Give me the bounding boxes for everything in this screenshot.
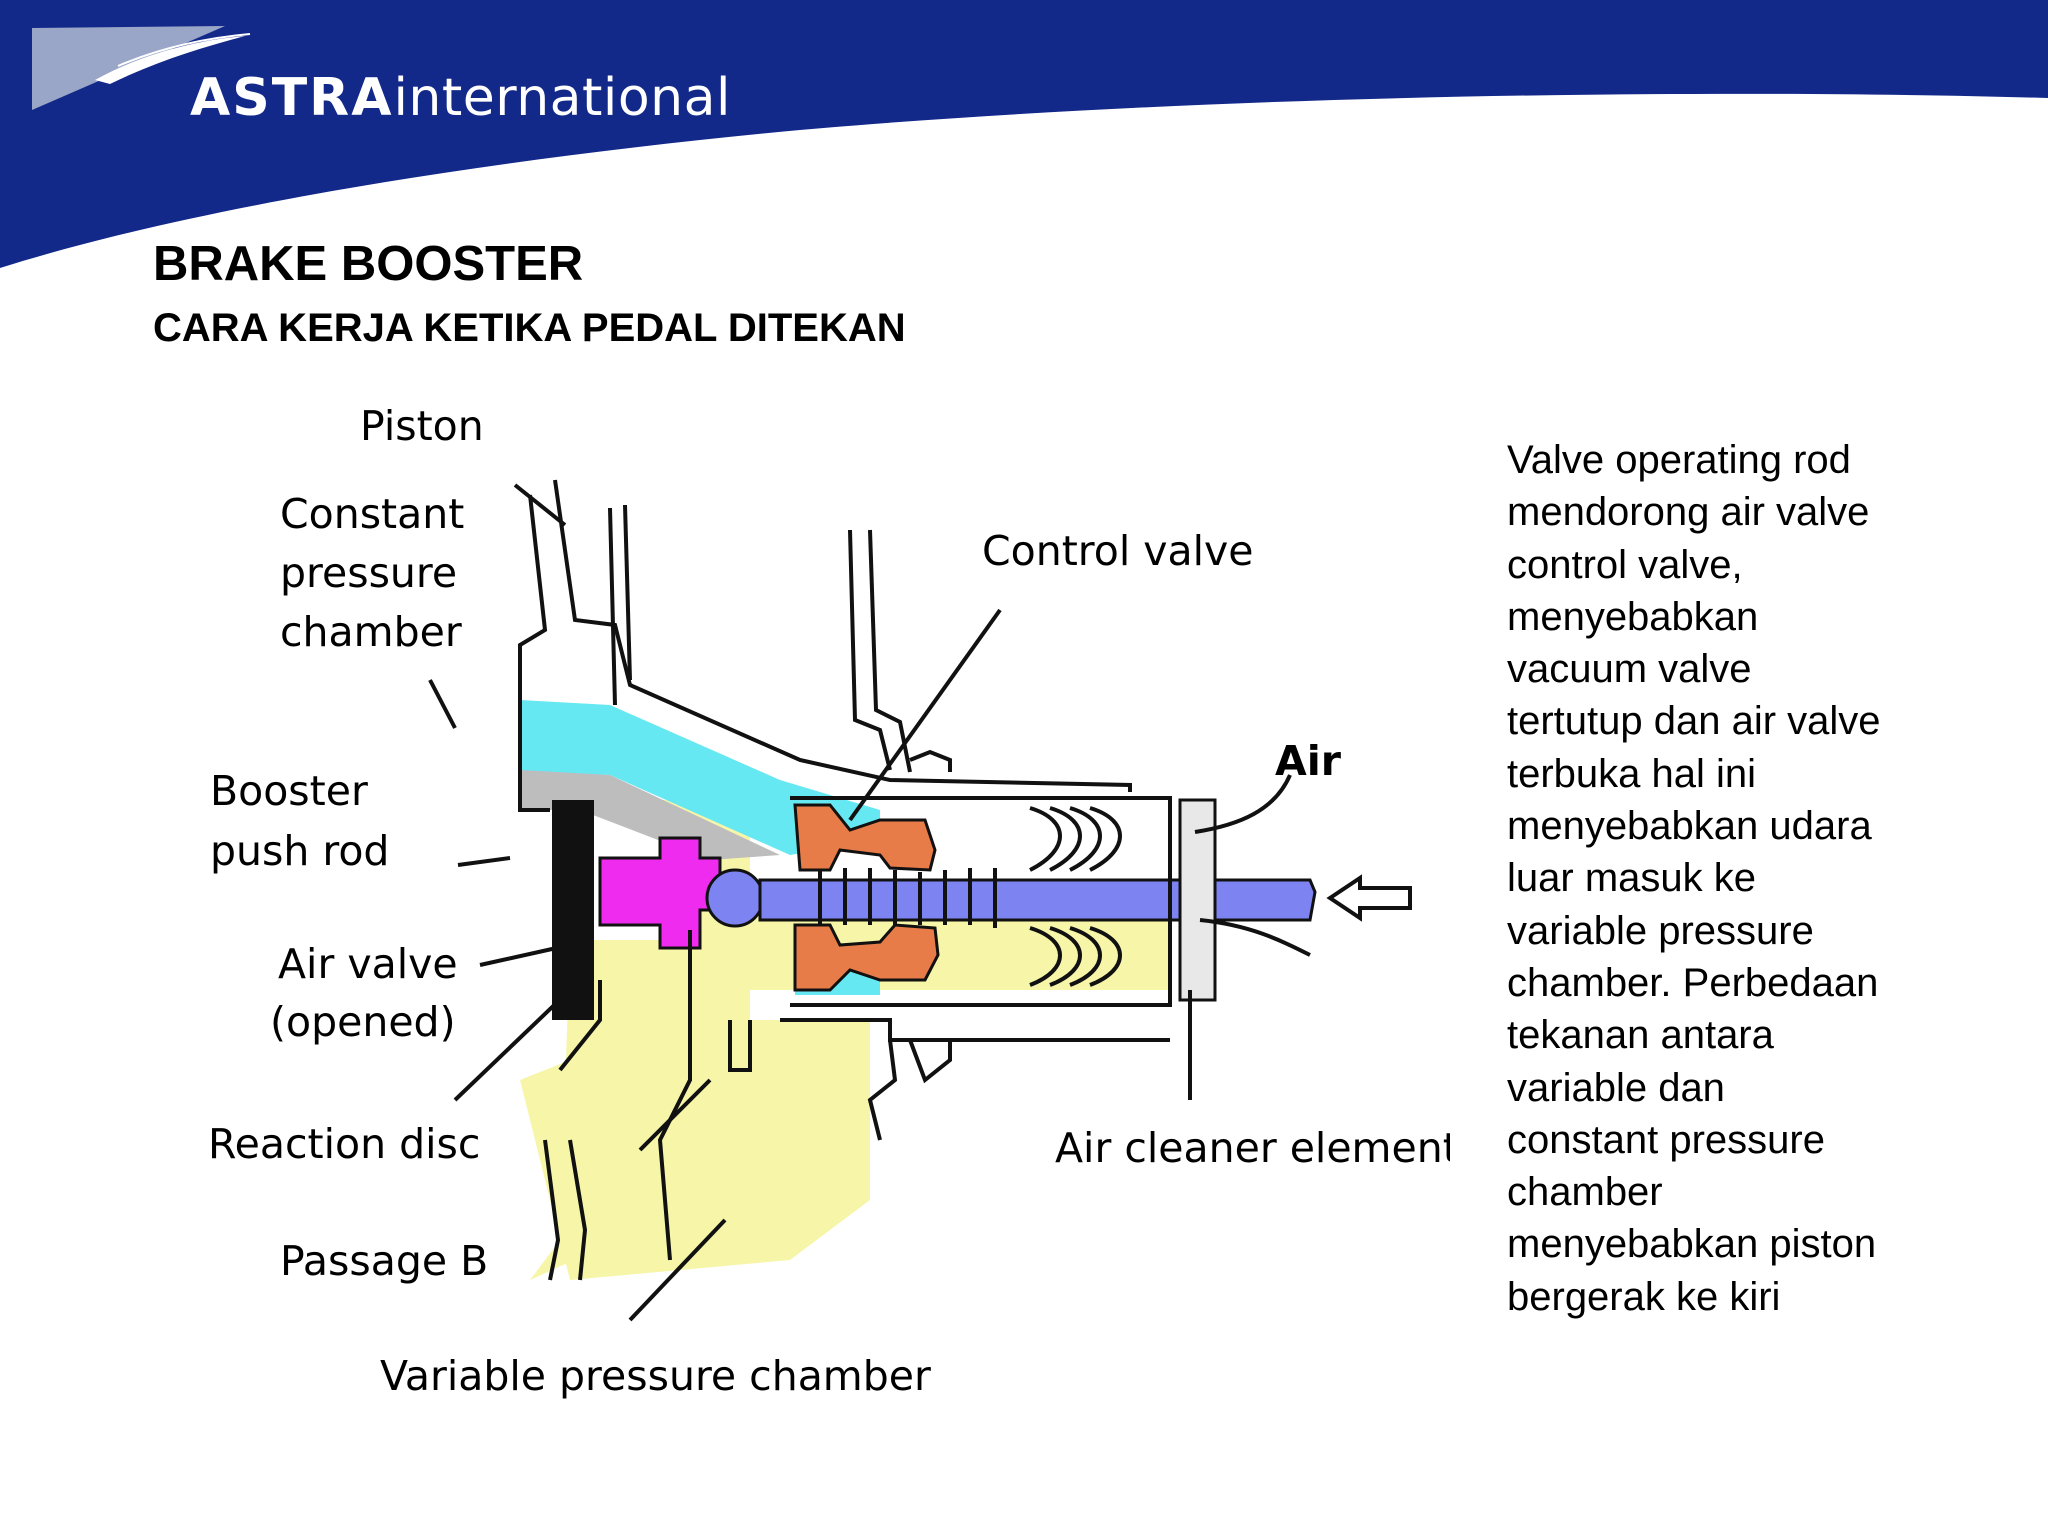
logo-brand: ASTRA bbox=[190, 68, 394, 128]
description-line: tekanan antara bbox=[1507, 1013, 1774, 1058]
valve-operating-rod bbox=[758, 878, 1317, 922]
label-constant-pressure-1: Constant bbox=[280, 490, 464, 538]
header-background bbox=[0, 0, 2048, 268]
label-piston: Piston bbox=[360, 402, 484, 450]
description-line: vacuum valve bbox=[1507, 647, 1752, 692]
page-title: BRAKE BOOSTER bbox=[153, 237, 584, 291]
label-control-valve: Control valve bbox=[982, 527, 1254, 575]
description-line: variable dan bbox=[1507, 1065, 1725, 1110]
description-line: Valve operating rod bbox=[1507, 438, 1851, 482]
label-reaction-disc: Reaction disc bbox=[208, 1120, 480, 1168]
description-line: menyebabkan piston bbox=[1507, 1222, 1877, 1267]
description-line: mendorong air valve bbox=[1507, 490, 1870, 535]
description-line: control valve, bbox=[1507, 542, 1743, 587]
brake-booster-diagram: Piston Constant pressure chamber Control… bbox=[208, 402, 1450, 1400]
description-line: menyebabkan bbox=[1507, 594, 1759, 639]
description-text: Valve operating rod mendorong air valve … bbox=[1507, 434, 1947, 1323]
label-air-valve-2: (opened) bbox=[270, 998, 456, 1046]
description-line: constant pressure bbox=[1507, 1117, 1825, 1162]
description-line: chamber bbox=[1507, 1170, 1663, 1215]
description-line: menyebabkan udara bbox=[1507, 804, 1872, 849]
reaction-disc-shape bbox=[552, 800, 594, 1020]
description-line: tertutup dan air valve bbox=[1507, 699, 1881, 744]
valve-spring bbox=[818, 868, 997, 928]
label-constant-pressure-2: pressure bbox=[280, 549, 457, 597]
description-line: terbuka hal ini bbox=[1507, 751, 1757, 796]
return-spring bbox=[1029, 806, 1122, 987]
logo: ASTRAinternational bbox=[190, 68, 731, 128]
description-line: chamber. Perbedaan bbox=[1507, 960, 1879, 1005]
description-line: luar masuk ke bbox=[1507, 856, 1756, 901]
page-subtitle: CARA KERJA KETIKA PEDAL DITEKAN bbox=[153, 306, 906, 350]
label-booster-push-rod-1: Booster bbox=[210, 767, 368, 815]
label-passage-b: Passage B bbox=[280, 1237, 488, 1285]
control-valve-shape bbox=[793, 803, 937, 872]
label-air: Air bbox=[1275, 737, 1342, 785]
description-line: bergerak ke kiri bbox=[1507, 1274, 1781, 1319]
label-air-valve-1: Air valve bbox=[278, 940, 458, 988]
description-line: variable pressure bbox=[1507, 908, 1814, 953]
logo-swoosh-icon bbox=[32, 26, 251, 110]
input-arrow-icon bbox=[1326, 874, 1412, 922]
logo-suffix: international bbox=[393, 68, 731, 128]
label-constant-pressure-3: chamber bbox=[280, 608, 462, 656]
label-air-cleaner-element: Air cleaner element bbox=[1055, 1124, 1450, 1172]
label-booster-push-rod-2: push rod bbox=[210, 827, 389, 875]
gray-piston-body bbox=[520, 770, 780, 860]
label-variable-pressure-chamber: Variable pressure chamber bbox=[380, 1352, 931, 1400]
constant-pressure-region bbox=[520, 700, 880, 855]
diagram-body bbox=[428, 479, 1412, 1322]
